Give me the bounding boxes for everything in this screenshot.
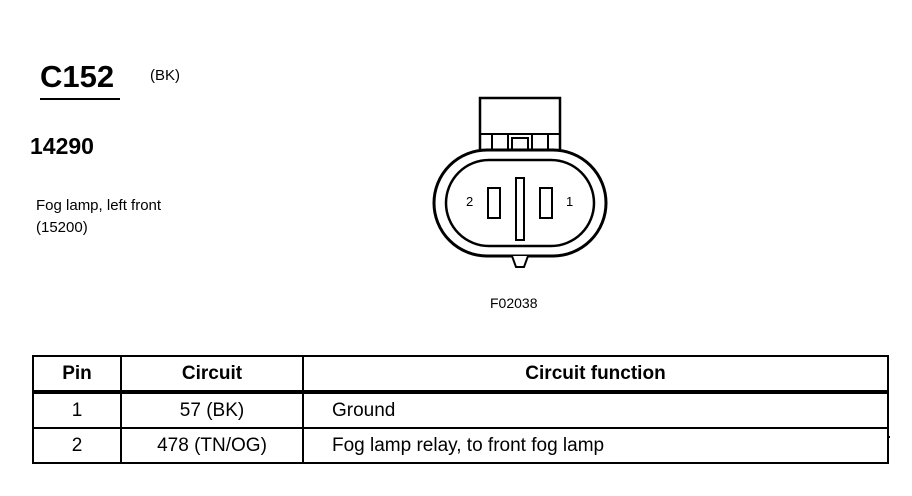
connector-bottom-key	[511, 255, 529, 268]
connector-id-underline	[40, 98, 120, 100]
connector-shell-inner	[444, 158, 596, 248]
connector-id: C152	[40, 59, 115, 94]
component-code: (15200)	[36, 219, 88, 236]
component-name: Fog lamp, left front	[36, 197, 162, 214]
connector-face-diagram: 2 1	[432, 96, 608, 268]
connector-color: (BK)	[150, 67, 180, 84]
cell-pin: 2	[32, 427, 122, 464]
pin-1-label: 1	[566, 194, 573, 209]
header-circuit-function: Circuit function	[302, 355, 889, 394]
pin-2-cavity	[487, 187, 501, 219]
cell-pin: 1	[32, 391, 122, 429]
pin-2-label: 2	[466, 194, 473, 209]
figure-code: F02038	[490, 295, 538, 311]
pin-circuit-table: Pin Circuit Circuit function 1 57 (BK) G…	[32, 355, 889, 464]
pin-1-cavity	[539, 187, 553, 219]
scan-artifact-dot	[888, 436, 890, 438]
table-row: 2 478 (TN/OG) Fog lamp relay, to front f…	[32, 427, 889, 464]
cell-circuit: 478 (TN/OG)	[120, 427, 304, 464]
cell-circuit-function: Ground	[302, 391, 889, 429]
table-row: 1 57 (BK) Ground	[32, 391, 889, 429]
header-circuit: Circuit	[120, 355, 304, 394]
cell-circuit: 57 (BK)	[120, 391, 304, 429]
cell-circuit-function: Fog lamp relay, to front fog lamp	[302, 427, 889, 464]
header-pin: Pin	[32, 355, 122, 394]
part-number: 14290	[30, 133, 94, 159]
table-header-row: Pin Circuit Circuit function	[32, 355, 889, 394]
connector-center-divider	[515, 177, 525, 241]
